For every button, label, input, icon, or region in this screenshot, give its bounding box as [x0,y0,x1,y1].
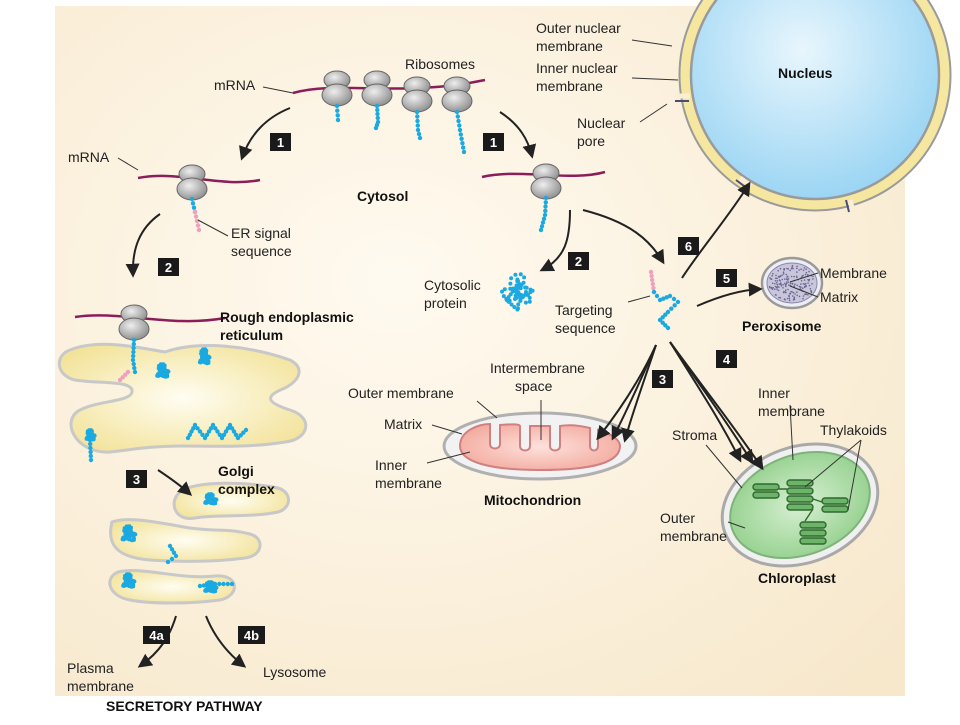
label-rough-er: Rough endoplasmic [220,309,354,325]
label-outer-nuclear-membrane: Outer nuclear [536,20,621,36]
step-box [126,470,147,488]
label-inner-membrane-chloro: Inner [758,385,790,401]
label-matrix-mito: Matrix [384,416,422,432]
label-nuclear-pore: Nuclear [577,115,626,131]
step-4b: 4b [244,628,259,643]
rough-er [57,342,308,454]
step-markers: 1 1 2 2 6 5 3 4 3 4a 4b [126,133,737,644]
nucleus [689,0,941,201]
ribosome [118,304,150,341]
label-inner-membrane-mito-2: membrane [375,475,442,491]
step-box [652,370,673,388]
label-targeting-sequence-2: sequence [555,320,616,336]
label-cytosolic-protein-2: protein [424,295,467,311]
step-3-right: 3 [659,372,666,387]
ribosome [401,76,433,113]
label-peroxisome: Peroxisome [742,318,822,334]
label-golgi-2: complex [218,481,275,497]
label-chloroplast: Chloroplast [758,570,836,586]
label-cytosolic-protein: Cytosolic [424,277,481,293]
ribosome [361,70,393,107]
nucleus-group [675,0,952,213]
step-box [678,237,699,255]
step-6: 6 [685,239,692,254]
label-plasma-membrane: Plasma [67,660,114,676]
protein-chains [84,103,681,594]
step-1-right: 1 [490,135,497,150]
label-thylakoids: Thylakoids [820,422,887,438]
label-outer-membrane-chloro: Outer [660,510,695,526]
label-matrix-peroxisome: Matrix [820,289,858,305]
step-box [158,258,179,276]
label-golgi: Golgi [218,463,254,479]
step-4a: 4a [149,628,164,643]
label-inner-membrane-mito: Inner [375,457,407,473]
step-box [716,350,737,368]
step-2-left: 2 [165,260,172,275]
label-rough-er-2: reticulum [220,327,283,343]
mrna-er [74,314,226,323]
ribosome [441,76,473,113]
step-1-left: 1 [277,135,284,150]
label-inner-nuclear-membrane: Inner nuclear [536,60,618,76]
label-er-signal: ER signal [231,225,291,241]
label-nuclear-pore-2: pore [577,133,605,149]
step-3-left: 3 [133,472,140,487]
label-mrna-left: mRNA [68,149,110,165]
label-inner-membrane-chloro-2: membrane [758,403,825,419]
label-intermembrane-space-2: space [515,378,553,394]
label-lysosome: Lysosome [263,664,327,680]
label-ribosomes: Ribosomes [405,56,475,72]
step-box [238,626,265,644]
ribosome [321,70,353,107]
step-5: 5 [723,271,730,286]
leader-lines [117,39,862,529]
label-targeting-sequence: Targeting [555,302,613,318]
thylakoid-stacks [752,479,849,545]
step-4-right: 4 [723,352,731,367]
mitochondrion [458,422,622,472]
label-outer-membrane-mito: Outer membrane [348,385,454,401]
label-inner-nuclear-membrane-2: membrane [536,78,603,94]
label-nucleus: Nucleus [778,65,833,81]
label-mitochondrion: Mitochondrion [484,492,581,508]
step-box [143,626,170,644]
step-box [716,269,737,287]
label-cytosol: Cytosol [357,188,408,204]
label-mrna-top: mRNA [214,77,256,93]
ribosome [530,163,562,200]
label-outer-membrane-chloro-2: membrane [660,528,727,544]
chloroplast-group [720,442,880,568]
step-2-right: 2 [575,254,582,269]
ribosome [176,164,208,201]
label-plasma-membrane-2: membrane [67,678,134,694]
label-secretory-pathway: SECRETORY PATHWAY [106,698,263,714]
mitochondrion-group [442,411,638,481]
step-box [483,133,504,151]
label-er-signal-2: sequence [231,243,292,259]
label-intermembrane-space: Intermembrane [490,360,585,376]
label-outer-nuclear-membrane-2: membrane [536,38,603,54]
step-box [568,252,589,270]
peroxisome-group [760,256,824,310]
label-membrane: Membrane [820,265,887,281]
golgi-complex [108,481,290,605]
step-box [270,133,291,151]
label-stroma: Stroma [672,427,717,443]
labels: Outer nuclear membrane Inner nuclear mem… [67,20,887,714]
pathway-arrows [125,107,764,668]
